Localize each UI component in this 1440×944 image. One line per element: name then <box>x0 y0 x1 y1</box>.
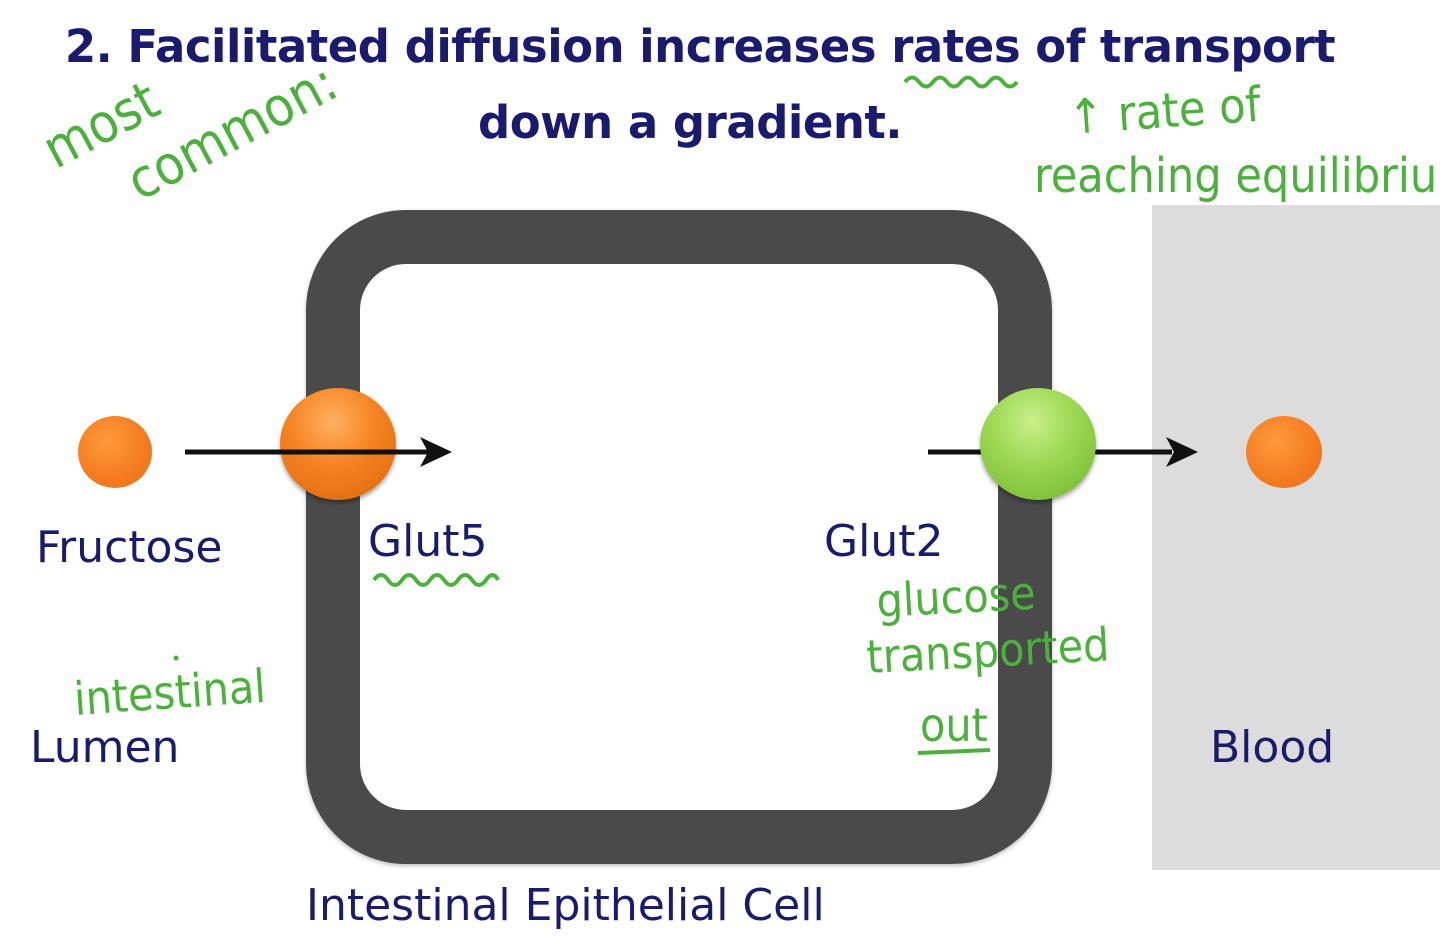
epithelial-cell-membrane <box>306 210 1052 864</box>
fructose-blood-dot <box>1246 416 1322 488</box>
diagram-title-line2: down a gradient. <box>477 96 903 149</box>
ink-dot <box>173 655 179 661</box>
lumen-label: Lumen <box>30 722 180 773</box>
annotation-transported: transported <box>865 617 1111 684</box>
annotation-intestinal: intestinal <box>72 658 268 726</box>
glut2-label: Glut2 <box>824 516 944 567</box>
rates-squiggle <box>903 75 1019 89</box>
diagram-title-line1: 2. Facilitated diffusion increases rates… <box>64 20 1336 73</box>
fructose-label: Fructose <box>36 522 223 573</box>
glut5-transporter <box>280 388 396 500</box>
cell-label: Intestinal Epithelial Cell <box>306 880 825 931</box>
annotation-out: out <box>920 698 988 752</box>
glut2-transporter <box>980 388 1096 500</box>
blood-region <box>1152 205 1440 870</box>
blood-label: Blood <box>1210 722 1335 773</box>
annotation-glucose: glucose <box>875 565 1037 628</box>
fructose-lumen-dot <box>78 416 152 488</box>
glut5-label: Glut5 <box>368 516 488 567</box>
annotation-reaching-equilibrium: reaching equilibrium <box>1034 148 1440 204</box>
